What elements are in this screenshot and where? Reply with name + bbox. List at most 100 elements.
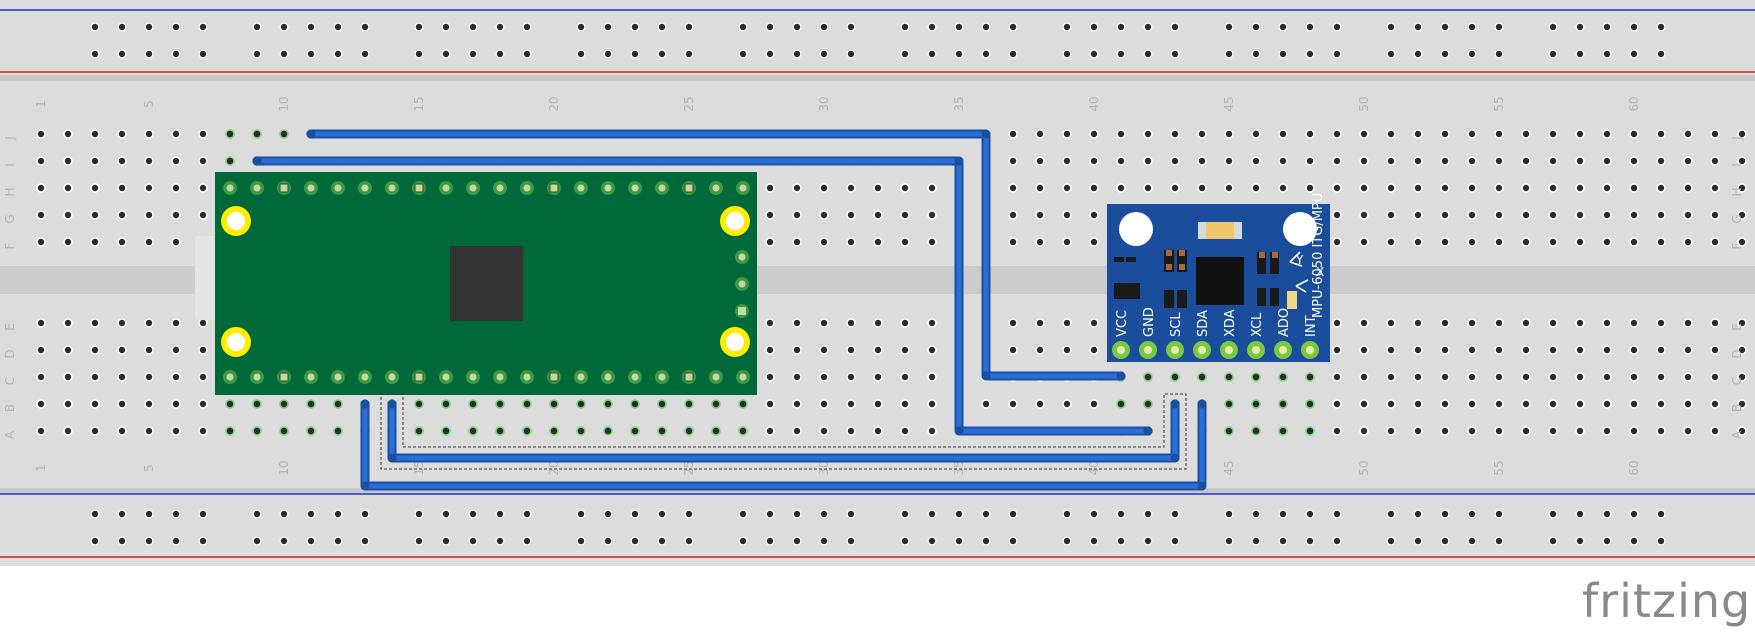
hole — [1117, 157, 1125, 165]
hole — [982, 400, 990, 408]
rail-hole — [1225, 23, 1233, 31]
rail-hole — [1441, 50, 1449, 58]
hole — [1279, 373, 1287, 381]
rail-hole — [469, 537, 477, 545]
hole — [199, 211, 207, 219]
hole — [1711, 346, 1719, 354]
hole — [37, 184, 45, 192]
hole — [145, 211, 153, 219]
rail-hole — [199, 50, 207, 58]
hole — [928, 427, 936, 435]
hole — [1441, 400, 1449, 408]
rail-hole — [1063, 23, 1071, 31]
hole — [145, 184, 153, 192]
hole — [1387, 319, 1395, 327]
hole — [64, 211, 72, 219]
rail-hole — [1603, 50, 1611, 58]
hole — [172, 130, 180, 138]
hole — [1198, 157, 1206, 165]
rail-hole — [793, 50, 801, 58]
hole — [712, 427, 720, 435]
rail-hole — [631, 23, 639, 31]
rail-hole — [766, 537, 774, 545]
mcu-pin-square — [549, 183, 559, 193]
hole — [1414, 400, 1422, 408]
column-number-bottom: 5 — [142, 464, 156, 472]
hole — [1333, 400, 1341, 408]
rail-hole — [1468, 510, 1476, 518]
hole — [1495, 346, 1503, 354]
hole — [1657, 184, 1665, 192]
mount-hole-center — [726, 212, 744, 230]
hole — [1603, 373, 1611, 381]
rail-hole — [1468, 50, 1476, 58]
hole — [172, 346, 180, 354]
rail-hole — [1009, 537, 1017, 545]
rail-hole — [1009, 50, 1017, 58]
rail-hole — [1144, 537, 1152, 545]
hole — [1630, 400, 1638, 408]
rail-hole — [820, 23, 828, 31]
rail-hole — [1009, 23, 1017, 31]
rail-hole — [1171, 537, 1179, 545]
hole — [199, 373, 207, 381]
rail-hole — [118, 50, 126, 58]
column-number-top: 1 — [34, 100, 48, 108]
hole — [1063, 346, 1071, 354]
column-number-top: 35 — [952, 96, 966, 111]
hole — [793, 238, 801, 246]
hole — [874, 184, 882, 192]
hole — [928, 238, 936, 246]
rail-hole — [1009, 510, 1017, 518]
column-number-top: 60 — [1627, 96, 1641, 111]
wire-bendpoint — [1197, 399, 1207, 409]
hole — [1495, 427, 1503, 435]
hole — [1090, 157, 1098, 165]
hole — [118, 373, 126, 381]
hole — [1711, 130, 1719, 138]
row-label-left: B — [3, 404, 17, 412]
rail-hole — [172, 50, 180, 58]
hole — [280, 400, 288, 408]
rail-hole — [334, 23, 342, 31]
hole — [847, 319, 855, 327]
sensor-pin-label: XCL — [1250, 312, 1265, 337]
sensor-pin-label: VCC — [1115, 310, 1130, 337]
hole — [37, 373, 45, 381]
column-number-top: 40 — [1087, 96, 1101, 111]
rail-hole — [145, 537, 153, 545]
mcu-pin-hole — [712, 184, 720, 192]
hole — [91, 319, 99, 327]
rail-hole — [658, 23, 666, 31]
hole — [820, 427, 828, 435]
hole — [1522, 211, 1530, 219]
hole — [1387, 373, 1395, 381]
hole — [1630, 130, 1638, 138]
hole — [1225, 130, 1233, 138]
rail-hole — [1576, 537, 1584, 545]
hole — [1441, 211, 1449, 219]
hole — [172, 157, 180, 165]
hole — [1549, 157, 1557, 165]
hole — [1225, 400, 1233, 408]
mcu-pin-hole — [442, 184, 450, 192]
rail-hole — [280, 50, 288, 58]
hole — [1495, 238, 1503, 246]
hole — [1333, 184, 1341, 192]
hole — [37, 346, 45, 354]
fritzing-logo: fritzing — [1582, 574, 1752, 628]
hole — [226, 157, 234, 165]
column-number-bottom: 50 — [1357, 460, 1371, 475]
sensor-pin-hole — [1117, 346, 1125, 354]
hole — [928, 400, 936, 408]
hole — [1063, 184, 1071, 192]
hole — [1603, 157, 1611, 165]
hole — [199, 130, 207, 138]
mcu-side-pin — [738, 307, 746, 315]
hole — [1387, 238, 1395, 246]
rail-hole — [1441, 510, 1449, 518]
hole — [253, 130, 261, 138]
hole — [1630, 427, 1638, 435]
